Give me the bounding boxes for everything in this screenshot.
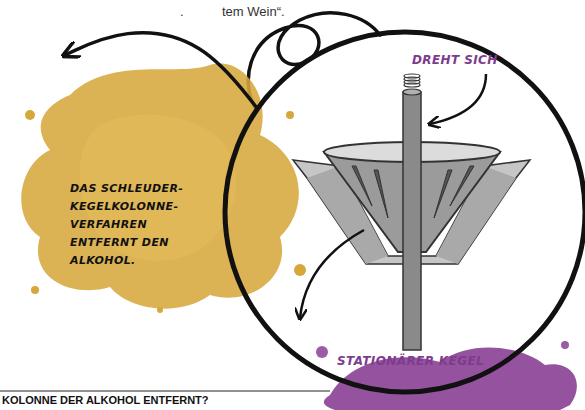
section-heading: KOLONNE DER ALKOHOL ENTFERNT? bbox=[2, 394, 209, 406]
circle-outline bbox=[222, 29, 585, 395]
purple-splash bbox=[324, 348, 577, 410]
part-label: STATIONÄRER KEGEL bbox=[337, 354, 497, 369]
detail-circle: DREHT SICH STATIONÄRER KEGEL bbox=[222, 29, 585, 395]
shaft bbox=[403, 92, 421, 350]
paint-splash: DAS SCHLEUDER- KEGELKOLONNE- VERFAHREN E… bbox=[10, 55, 305, 315]
text-fragment: tem Wein“. bbox=[222, 4, 285, 19]
spinning-cone-illustration bbox=[293, 74, 530, 350]
bullet-mark: . bbox=[180, 4, 184, 19]
leader-arrow bbox=[300, 230, 364, 318]
part-label: DREHT SICH bbox=[412, 53, 522, 68]
leader-arrow bbox=[430, 74, 486, 124]
caption-note: DAS SCHLEUDER- KEGELKOLONNE- VERFAHREN E… bbox=[70, 180, 188, 270]
